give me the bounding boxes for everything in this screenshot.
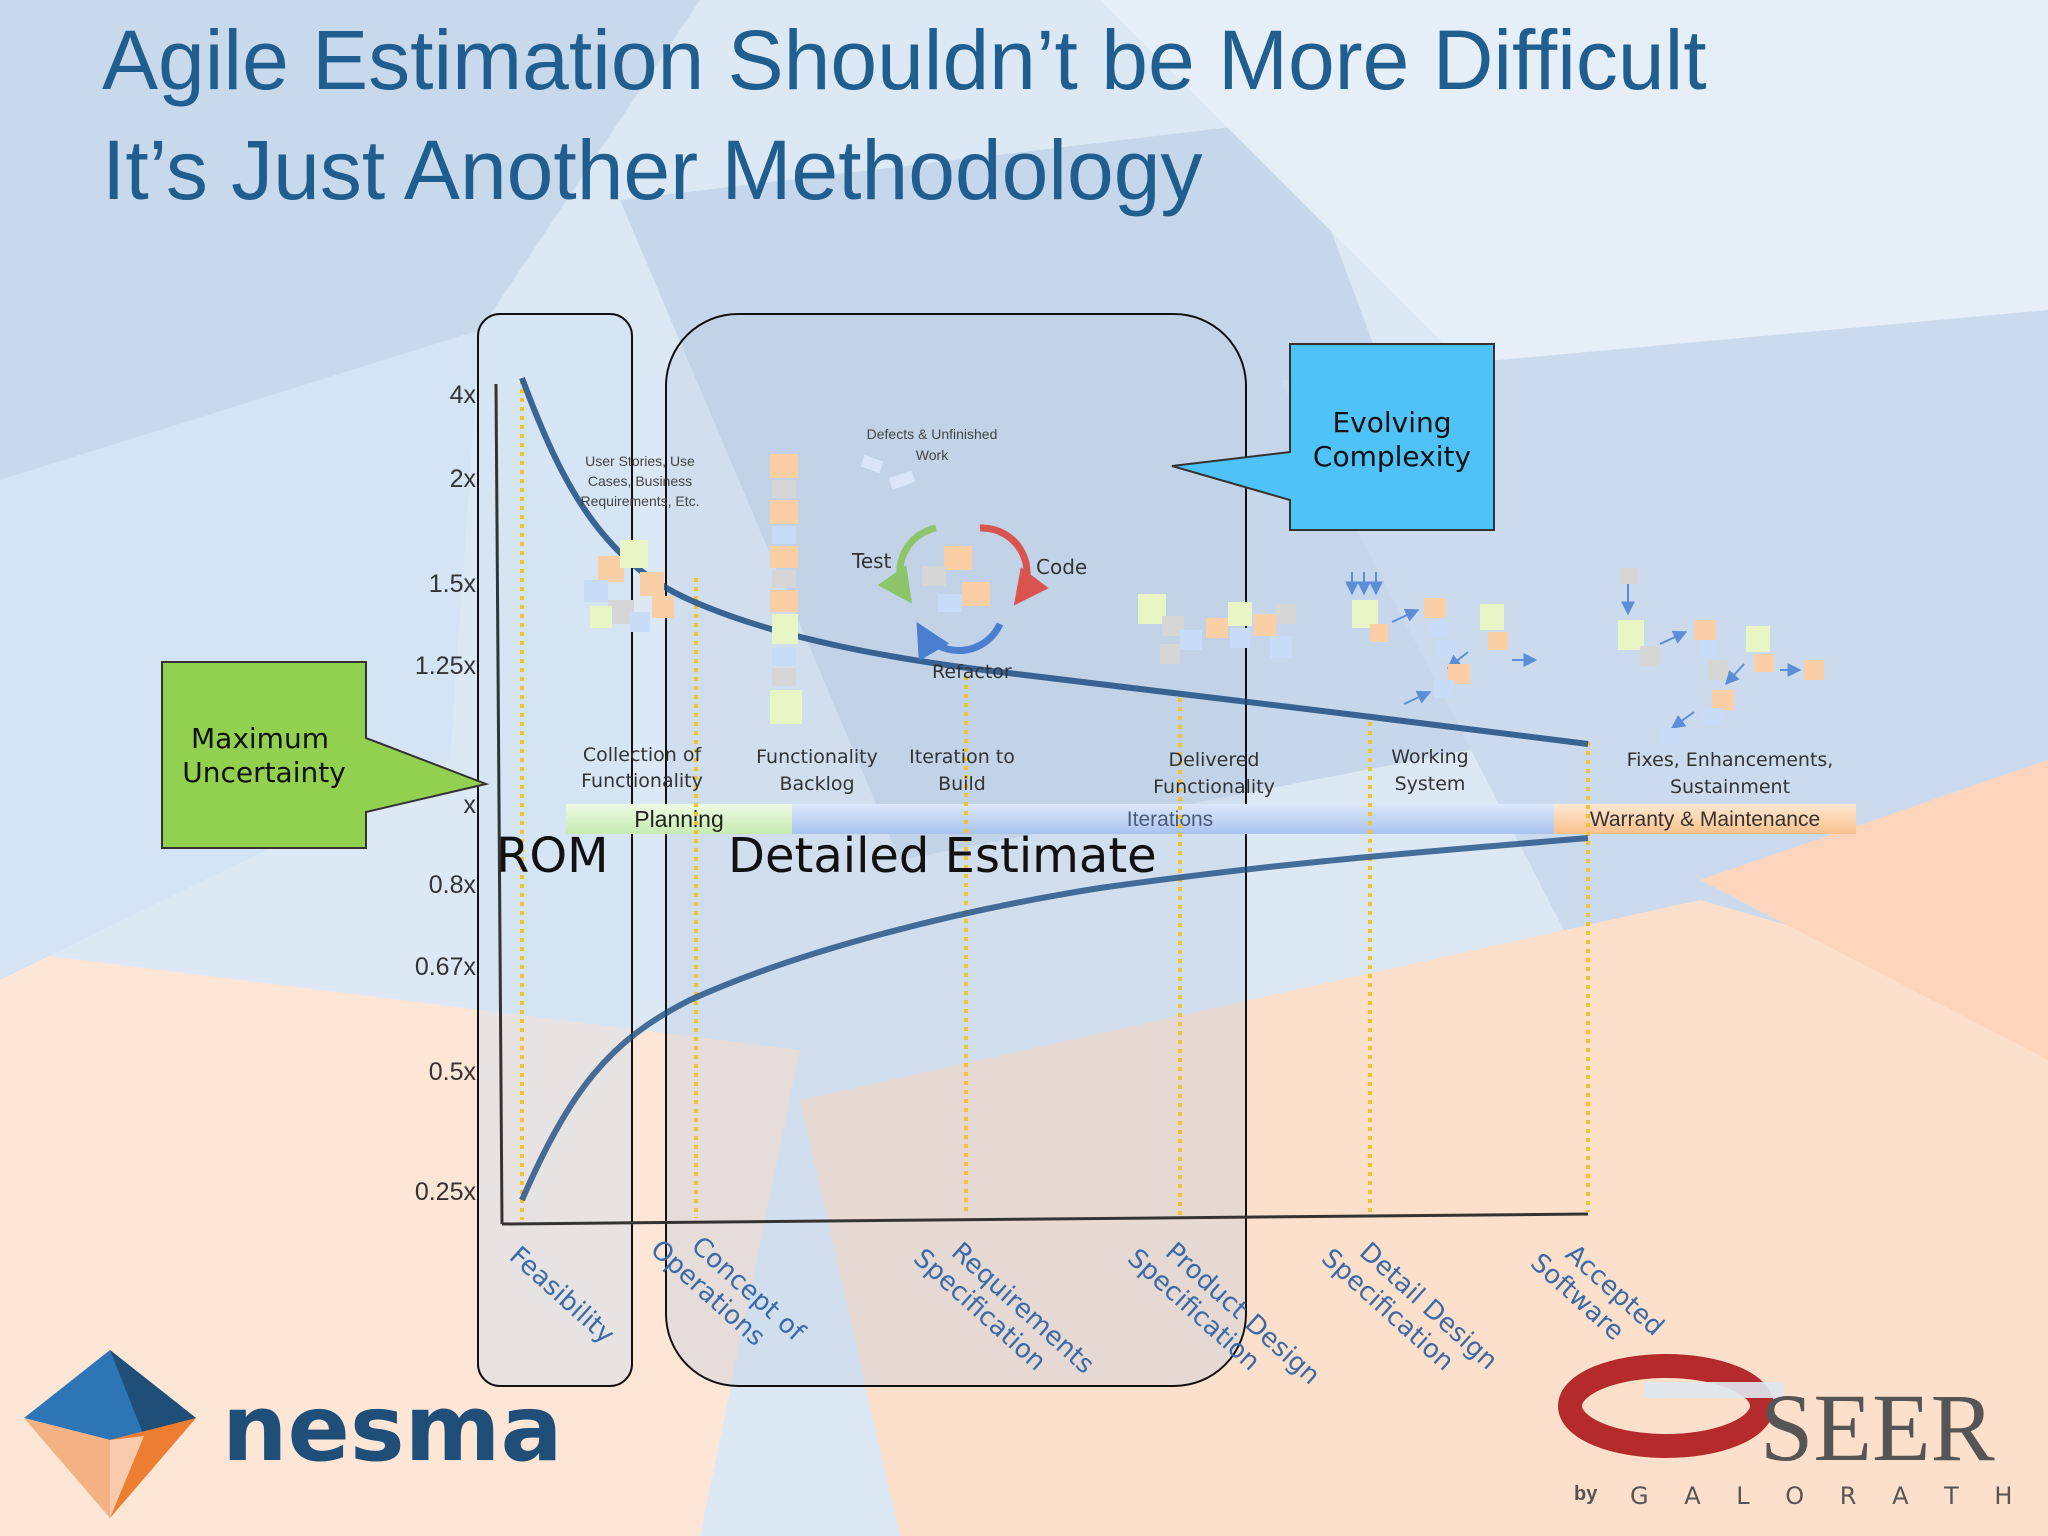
detailed-estimate-label: Detailed Estimate [728, 828, 1157, 884]
activity-backlog-line2: Backlog [779, 773, 854, 795]
x-axis [501, 1212, 1589, 1226]
iteration-cycle [877, 524, 1049, 661]
evolving-complexity-callout [1171, 343, 1495, 531]
warranty-label: Warranty & Maintenance [1590, 808, 1820, 831]
evolving-complexity-line1: Evolving [1332, 406, 1451, 439]
activity-fixes-line1: Fixes, Enhancements, [1627, 749, 1834, 771]
activity-delivered-line2: Functionality [1153, 776, 1275, 798]
planning-band [566, 804, 792, 834]
activity-fixes-line2: Sustainment [1670, 776, 1790, 798]
sticky-notes-delivered [1138, 594, 1296, 664]
activity-collection-line1: Collection of [583, 744, 703, 766]
user-stories-label-2: Cases, Business [588, 473, 692, 489]
galorath-wordmark: G A L O R A T H [1630, 1482, 2026, 1510]
sticky-notes-fixes [1618, 568, 1824, 744]
maximum-uncertainty-line2: Uncertainty [182, 756, 346, 789]
y-tick-1-5x: 1.5x [429, 570, 477, 598]
iterations-band [792, 804, 1554, 834]
activity-backlog-line1: Functionality [756, 746, 878, 768]
activity-working-line1: Working [1391, 746, 1469, 768]
iterations-label: Iterations [1127, 808, 1213, 831]
activity-delivered-line1: Delivered [1169, 749, 1260, 771]
lower-uncertainty-curve [519, 835, 1589, 1202]
defects-label-1: Defects & Unfinished [867, 426, 998, 442]
activity-iteration-line2: Build [938, 773, 986, 795]
y-axis [494, 383, 504, 1225]
sticky-notes-backlog [770, 454, 802, 724]
y-tick-4x: 4x [450, 381, 477, 409]
warranty-band [1554, 804, 1856, 834]
slide-title-line-1: Agile Estimation Shouldn’t be More Diffi… [102, 13, 1707, 107]
sticky-notes-working [1345, 572, 1538, 705]
rom-label: ROM [496, 828, 609, 884]
slide-title-line-2: It’s Just Another Methodology [102, 123, 1203, 217]
maximum-uncertainty-line1: Maximum [191, 722, 329, 755]
activity-iteration-line1: Iteration to [909, 746, 1015, 768]
planning-label: Planning [634, 806, 724, 832]
y-tick-0-67x: 0.67x [415, 953, 477, 981]
sticky-notes-collection [584, 540, 674, 632]
galorath-by: by [1574, 1483, 1598, 1505]
user-stories-label-1: User Stories, Use [585, 453, 695, 469]
evolving-complexity-line2: Complexity [1313, 440, 1471, 473]
upper-uncertainty-curve [519, 376, 1589, 747]
defect-chips [860, 454, 916, 490]
detailed-estimate-region [665, 313, 1247, 1387]
cycle-test-label: Test [851, 549, 892, 573]
activity-working-line2: System [1395, 773, 1466, 795]
defects-label-2: Work [916, 447, 949, 463]
y-tick-0-5x: 0.5x [429, 1058, 477, 1086]
y-tick-2x: 2x [450, 465, 477, 493]
y-tick-0-25x: 0.25x [415, 1178, 477, 1206]
cycle-refactor-label: Refactor [932, 661, 1012, 683]
nesma-logo: nesma [24, 1350, 563, 1518]
y-tick-x: x [464, 791, 477, 819]
activity-collection-line2: Functionality [581, 770, 703, 792]
cycle-code-label: Code [1036, 555, 1087, 579]
seer-logo: SEER by G A L O R A T H [1558, 1354, 2026, 1510]
y-tick-0-8x: 0.8x [429, 871, 477, 899]
seer-wordmark: SEER [1760, 1374, 1995, 1481]
y-tick-1-25x: 1.25x [415, 652, 477, 680]
user-stories-label-3: Requirements, Etc. [580, 493, 699, 509]
maximum-uncertainty-callout [161, 661, 490, 849]
nesma-wordmark: nesma [222, 1375, 563, 1482]
